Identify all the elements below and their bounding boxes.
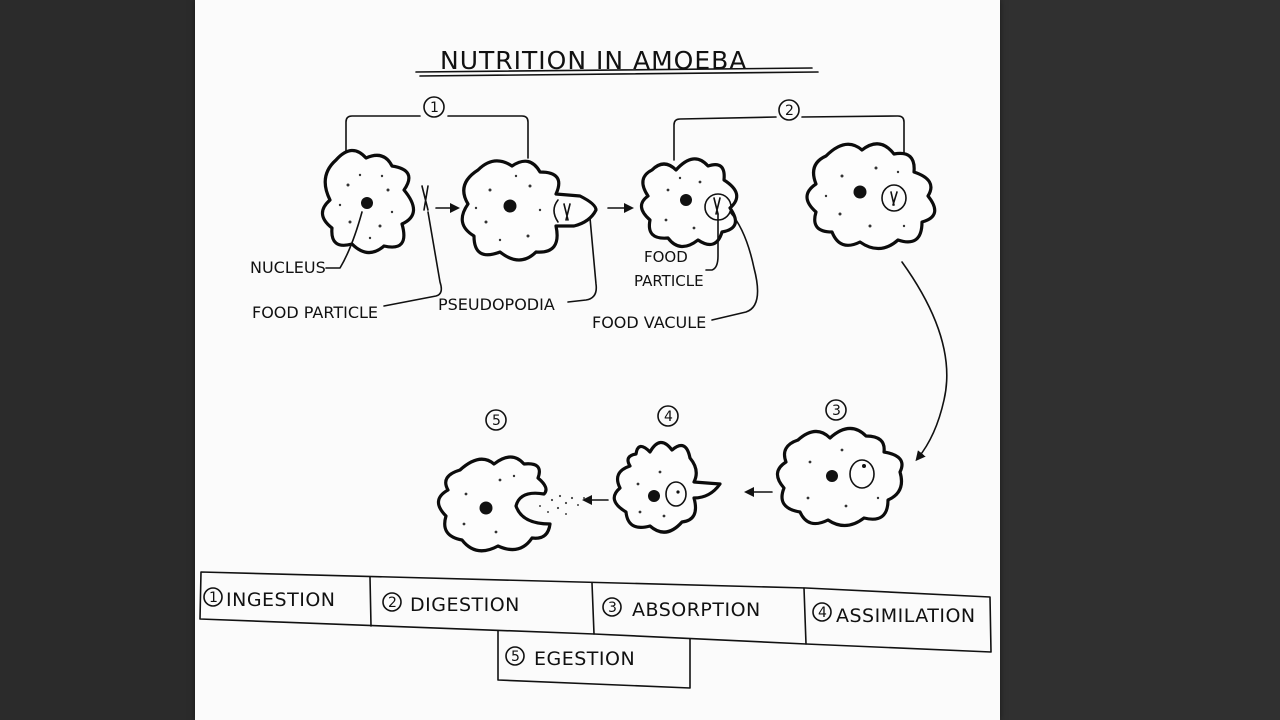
- food-particle-inside-vacuole: [713, 197, 721, 215]
- stage-1-number: 1: [209, 590, 218, 606]
- step-number-circle-4: [657, 405, 679, 427]
- amoeba-egestion-body: [436, 455, 552, 553]
- amoeba-2-pseudopodia: [460, 159, 598, 262]
- stage-5-number: 5: [511, 649, 520, 665]
- table-row-2-border: [497, 630, 691, 689]
- stage-3-number: 3: [608, 600, 617, 616]
- paper-sheet: [195, 0, 1000, 720]
- step-number-5: 5: [492, 413, 501, 429]
- egested-waste-particles: [539, 494, 585, 515]
- curved-arrow-to-absorption: [901, 261, 948, 462]
- food-particle-1: [421, 185, 429, 211]
- amoeba-2-cytoplasm-dots: [474, 174, 542, 242]
- amoeba-assimilation-cytoplasm-dots: [636, 470, 666, 518]
- amoeba-3-food-vacuole-formed: [639, 157, 739, 249]
- bracket-step-1: [345, 115, 529, 159]
- label-food-particle-2-line1: FOOD: [644, 248, 688, 266]
- amoeba-1-before-ingestion: [320, 148, 429, 255]
- amoeba-2-nucleus: [503, 199, 517, 213]
- pointer-food-particle-2: [705, 213, 719, 271]
- amoeba-absorption-nucleus: [826, 470, 838, 482]
- table-col-divider-3: [803, 587, 807, 645]
- amoeba-3-nucleus: [680, 194, 692, 206]
- label-food-particle: FOOD PARTICLE: [252, 303, 378, 322]
- vacuole-assimilation: [665, 481, 687, 507]
- table-col-divider-1: [369, 576, 372, 627]
- stage-2-name: DIGESTION: [410, 594, 520, 616]
- stage-3-number-circle: [602, 597, 622, 617]
- label-pseudopodia: PSEUDOPODIA: [438, 295, 555, 314]
- step-number-3: 3: [832, 403, 841, 419]
- step-number-4: 4: [664, 409, 673, 425]
- vacuole-absorption-dot: [862, 464, 866, 468]
- pointer-pseudopodia: [567, 217, 598, 303]
- pointer-food-vacuole: [711, 211, 759, 321]
- label-food-vacuole: FOOD VACULE: [592, 313, 706, 332]
- amoeba-2-body: [460, 159, 598, 262]
- amoeba-4-digestion: [805, 142, 937, 251]
- amoeba-egestion-nucleus: [479, 501, 493, 515]
- amoeba-egestion: [436, 455, 585, 553]
- food-particle-2: [563, 203, 571, 221]
- food-particle-digesting: [890, 191, 898, 206]
- amoeba-4-cytoplasm-dots: [824, 166, 906, 228]
- stage-5-name: EGESTION: [534, 648, 635, 670]
- title-underline-2: [419, 71, 819, 77]
- pointer-food-particle: [383, 211, 443, 307]
- dark-background-left: [0, 0, 195, 720]
- stage-3-name: ABSORPTION: [632, 599, 761, 621]
- amoeba-4-body: [805, 142, 937, 251]
- stage-table: 1 INGESTION 2 DIGESTION 3 ABSORPTION 4 A…: [199, 571, 992, 689]
- amoeba-absorption-cytoplasm-dots: [806, 448, 880, 508]
- stage-1-name: INGESTION: [226, 589, 335, 611]
- step-number-circle-3: [825, 399, 847, 421]
- amoeba-assimilation-nucleus: [648, 490, 660, 502]
- step-number-circle-2: [778, 99, 800, 121]
- title-underline: [415, 67, 813, 73]
- amoeba-egestion-cytoplasm-dots: [462, 474, 516, 534]
- stage-4-number: 4: [818, 605, 827, 621]
- amoeba-absorption: [775, 426, 904, 528]
- step-number-circle-5: [485, 409, 507, 431]
- step-number-circle-1: [423, 96, 445, 118]
- stage-4-name: ASSIMILATION: [836, 605, 976, 627]
- stage-5-number-circle: [505, 646, 525, 666]
- vacuole-absorption: [849, 459, 875, 489]
- stage-4-number-circle: [812, 602, 832, 622]
- pointer-nucleus: [325, 211, 363, 269]
- table-row-1-border: [199, 571, 992, 653]
- dark-background-right: [1000, 0, 1280, 720]
- amoeba-1-cytoplasm-dots: [338, 173, 394, 240]
- stage-1-number-circle: [203, 587, 223, 607]
- amoeba-3-cytoplasm-dots: [664, 176, 702, 230]
- amoeba-1-nucleus: [361, 197, 373, 209]
- bracket-step-2: [673, 115, 905, 161]
- amoeba-absorption-body: [775, 426, 904, 528]
- vacuole-assimilation-dot: [676, 490, 680, 494]
- pseudopodia-cup: [553, 199, 559, 223]
- stage-2-number-circle: [382, 592, 402, 612]
- stage-2-number: 2: [388, 595, 397, 611]
- step-number-1: 1: [430, 100, 439, 116]
- table-col-divider-2: [591, 582, 595, 635]
- amoeba-4-nucleus: [853, 185, 867, 199]
- food-vacuole-digestion: [881, 184, 907, 212]
- amoeba-assimilation: [612, 440, 722, 534]
- label-nucleus: NUCLEUS: [250, 258, 326, 277]
- label-food-particle-2-line2: PARTICLE: [634, 272, 704, 290]
- step-number-2: 2: [785, 103, 794, 119]
